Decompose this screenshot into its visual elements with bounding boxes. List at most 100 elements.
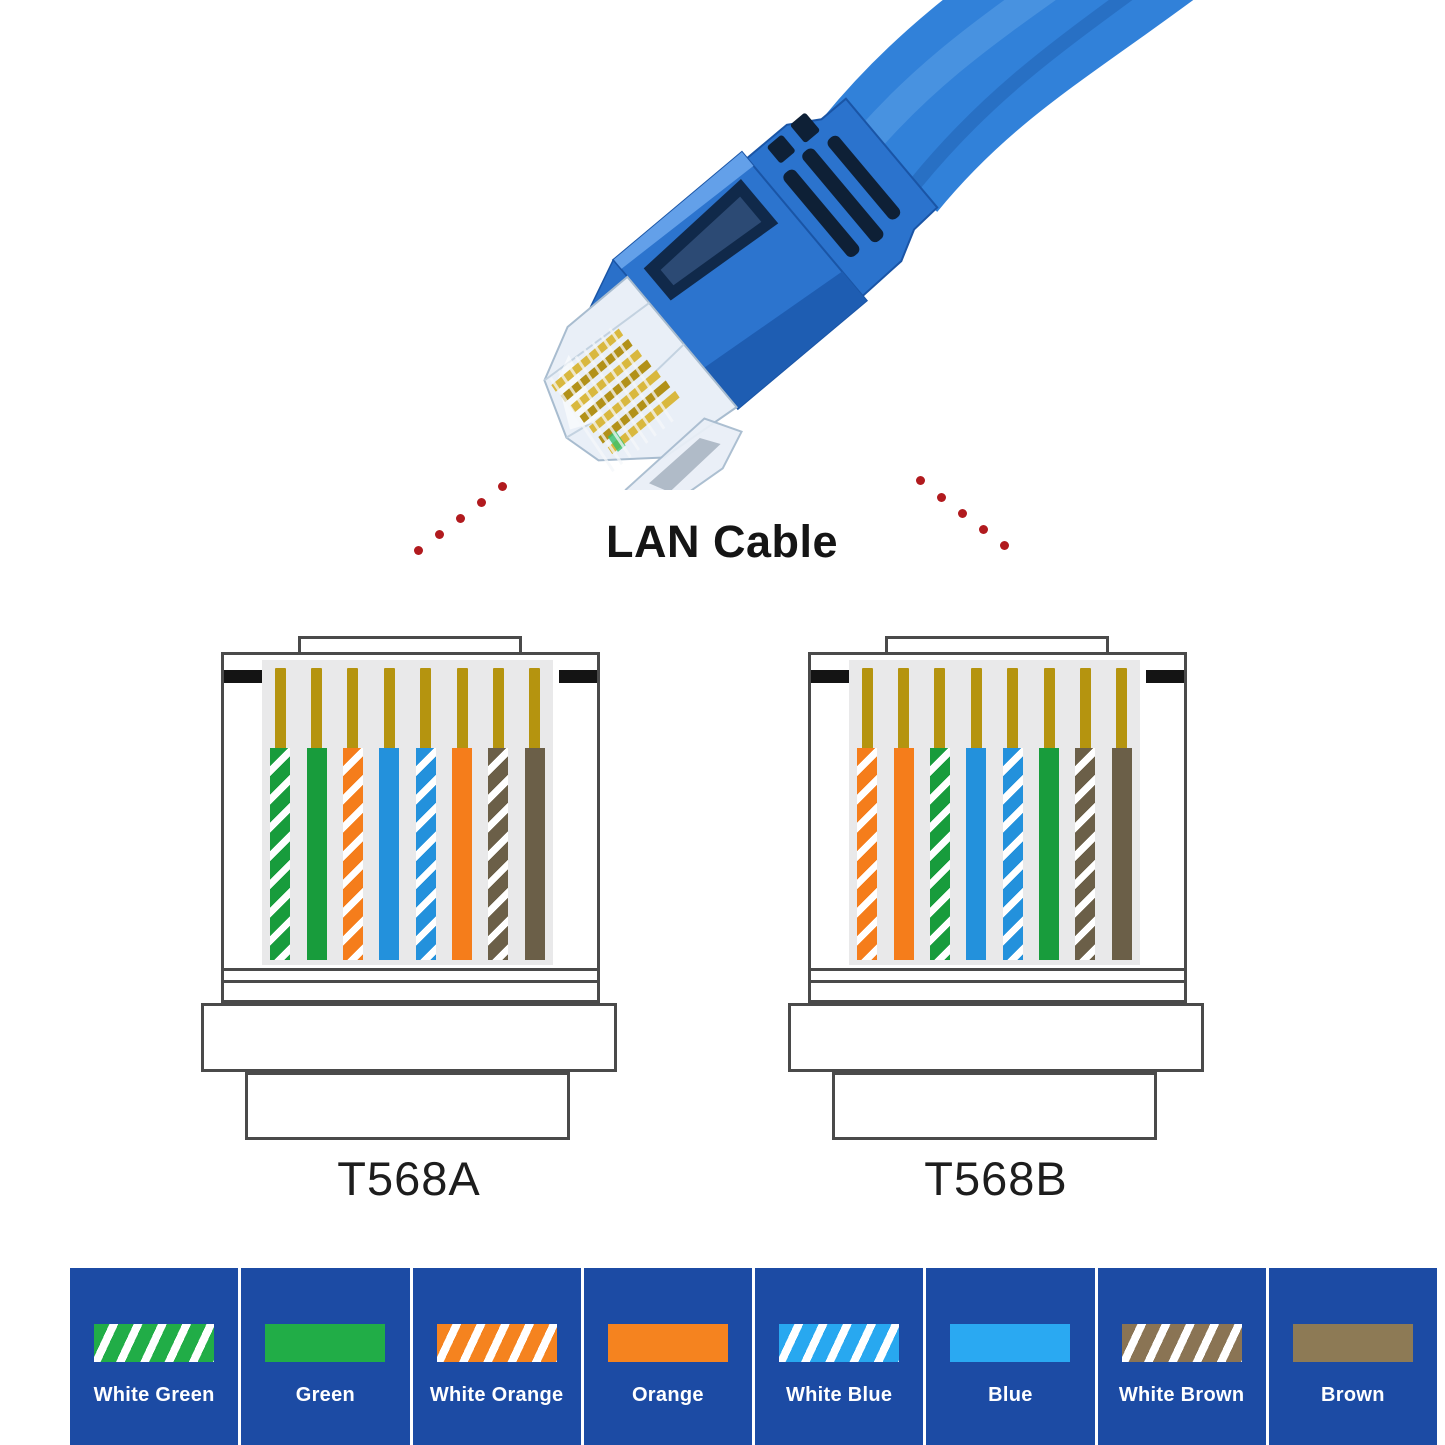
legend-swatch-brown (1292, 1324, 1413, 1362)
pin-contact (1007, 668, 1019, 753)
connector-shell (221, 652, 600, 1003)
contact-bar-left (811, 670, 849, 683)
connector-diagram-t568b: T568B (787, 636, 1205, 1236)
wire-column-green (1031, 660, 1067, 965)
wire-brown (524, 748, 545, 960)
legend-swatch-white-brown (1121, 1324, 1242, 1362)
contact-bar-right (559, 670, 597, 683)
wire-column-white-brown (480, 660, 516, 965)
leader-dots-left (414, 482, 514, 562)
legend-item-white-orange: White Orange (413, 1268, 584, 1445)
pin-contact (529, 668, 541, 753)
page-title: LAN Cable (605, 516, 839, 567)
dot (477, 498, 486, 507)
pin-contact (274, 668, 286, 753)
legend-item-brown: Brown (1269, 1268, 1437, 1445)
wire-column-white-blue (408, 660, 444, 965)
wire-column-white-blue (995, 660, 1031, 965)
legend-label: Green (295, 1384, 356, 1406)
wire-white-brown (488, 748, 509, 960)
gold-contact-pins (549, 327, 680, 473)
lan-cable-photo (543, 0, 1194, 490)
legend-item-white-blue: White Blue (755, 1268, 927, 1445)
wire-white-blue (1002, 748, 1023, 960)
pin-contact (1043, 668, 1055, 753)
dot (414, 546, 423, 555)
legend-item-green: Green (241, 1268, 413, 1445)
legend-swatch-white-green (94, 1324, 215, 1362)
pin-contact (1116, 668, 1128, 753)
color-legend: White Green Green White Orange Orange White … (70, 1268, 1437, 1445)
dot (958, 509, 967, 518)
contact-bar-left (224, 670, 262, 683)
dot (435, 530, 444, 539)
legend-label: Orange (631, 1384, 704, 1406)
wire-white-blue (415, 748, 436, 960)
legend-label: White Brown (1118, 1384, 1245, 1406)
crimp-line (811, 968, 1184, 971)
wire-column-blue (371, 660, 407, 965)
wire-column-orange (885, 660, 921, 965)
wire-white-orange (342, 748, 363, 960)
legend-label: White Blue (785, 1384, 893, 1406)
legend-item-orange: Orange (584, 1268, 755, 1445)
wire-column-green (298, 660, 334, 965)
legend-swatch-orange (607, 1324, 728, 1362)
pin-contact (1079, 668, 1091, 753)
wire-orange (893, 748, 914, 960)
pin-contact (420, 668, 432, 753)
dot (916, 476, 925, 485)
legend-swatch-blue (950, 1324, 1071, 1362)
pin-contact (311, 668, 323, 753)
connector-diagram-t568a: T568A (200, 636, 618, 1236)
latch-tab (624, 417, 743, 490)
wire-brown (1111, 748, 1132, 960)
crimp-line (224, 980, 597, 983)
legend-item-white-brown: White Brown (1098, 1268, 1269, 1445)
pin-contact (970, 668, 982, 753)
wire-column-brown (1104, 660, 1140, 965)
contact-bar-right (1146, 670, 1184, 683)
dot (498, 482, 507, 491)
pin-contact (492, 668, 504, 753)
legend-swatch-green (265, 1324, 386, 1362)
wire-white-orange (857, 748, 878, 960)
wire-column-white-green (262, 660, 298, 965)
wire-white-brown (1075, 748, 1096, 960)
connector-boot (832, 1072, 1157, 1140)
wire-green (306, 748, 327, 960)
legend-label: Blue (988, 1384, 1033, 1406)
dot (1000, 541, 1009, 550)
wire-column-white-brown (1067, 660, 1103, 965)
connector-shell (808, 652, 1187, 1003)
wire-orange (452, 748, 473, 960)
connector-flange (201, 1003, 617, 1072)
dot (456, 514, 465, 523)
wire-column-brown (517, 660, 553, 965)
wire-blue (379, 748, 400, 960)
connector-label: T568B (924, 1152, 1068, 1205)
legend-item-white-green: White Green (70, 1268, 242, 1445)
leader-dots-right (916, 476, 1016, 556)
wire-column-white-orange (335, 660, 371, 965)
legend-swatch-white-blue (779, 1324, 900, 1362)
wire-column-white-green (922, 660, 958, 965)
connector-boot (245, 1072, 570, 1140)
wire-white-green (929, 748, 950, 960)
wire-green (1039, 748, 1060, 960)
wire-panel (849, 660, 1140, 965)
legend-label: White Green (93, 1384, 215, 1406)
wire-column-white-orange (849, 660, 885, 965)
pin-contact (861, 668, 873, 753)
pin-contact (347, 668, 359, 753)
wire-panel (262, 660, 553, 965)
connector-flange (788, 1003, 1204, 1072)
strain-relief-boot (743, 97, 939, 300)
legend-item-blue: Blue (926, 1268, 1098, 1445)
pin-contact (456, 668, 468, 753)
legend-label: White Orange (429, 1384, 564, 1406)
wire-column-orange (444, 660, 480, 965)
wire-column-blue (958, 660, 994, 965)
legend-swatch-white-orange (436, 1324, 557, 1362)
